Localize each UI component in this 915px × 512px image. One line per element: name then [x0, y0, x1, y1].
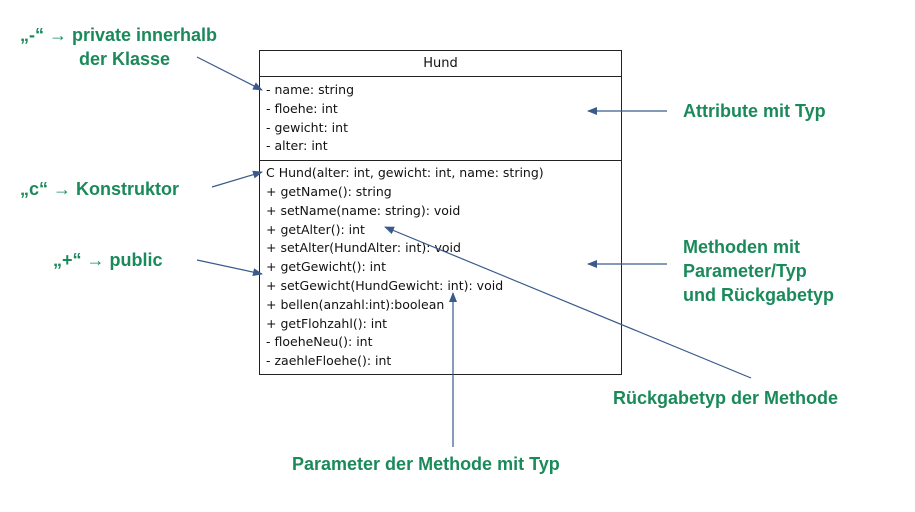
method-row: + setGewicht(HundGewicht: int): void [266, 277, 504, 293]
annotation-constructor: „c“ → Konstruktor [20, 179, 180, 199]
attributes-section: - name: string - floehe: int - gewicht: … [260, 77, 621, 162]
attribute-row: - floehe: int [266, 100, 338, 116]
method-row: - zaehleFloehe(): int [266, 353, 392, 369]
attribute-row: - gewicht: int [266, 119, 348, 135]
method-row: + getGewicht(): int [266, 259, 386, 275]
annotation-return-type: Rückgabetyp der Methode [613, 388, 839, 408]
attribute-row: - name: string [266, 82, 355, 97]
annotation-attributes: Attribute mit Typ [683, 101, 826, 121]
annotation-private-line1: „-“ → private innerhalb [20, 25, 218, 45]
attribute-row: - alter: int [266, 138, 328, 154]
annotation-methods-line3: und Rückgabetyp [683, 285, 835, 305]
methods-section: C Hund(alter: int, gewicht: int, name: s… [260, 161, 621, 374]
method-row: - floeheNeu(): int [266, 334, 373, 350]
annotation-methods-line2: Parameter/Typ [683, 261, 807, 281]
class-name: Hund [260, 51, 621, 77]
arrow-private [196, 56, 263, 91]
arrow-constructor [211, 170, 263, 188]
method-row: + setName(name: string): void [266, 202, 461, 218]
method-row: C Hund(alter: int, gewicht: int, name: s… [266, 165, 544, 181]
arrow-return-type [384, 226, 752, 379]
annotation-private-line2: der Klasse [79, 49, 171, 69]
arrow-public [196, 259, 263, 277]
annotation-public: „+“ → public [53, 250, 163, 270]
annotation-methods-line1: Methoden mit [683, 237, 800, 257]
annotation-parameter: Parameter der Methode mit Typ [292, 454, 560, 474]
method-row: + setAlter(HundAlter: int): void [266, 240, 461, 256]
method-row: + bellen(anzahl:int):boolean [266, 296, 445, 312]
method-row: + getFlohzahl(): int [266, 315, 388, 331]
method-row: + getAlter(): int [266, 221, 365, 237]
uml-class-box: Hund - name: string - floehe: int - gewi… [259, 50, 622, 375]
method-row: + getName(): string [266, 183, 392, 199]
